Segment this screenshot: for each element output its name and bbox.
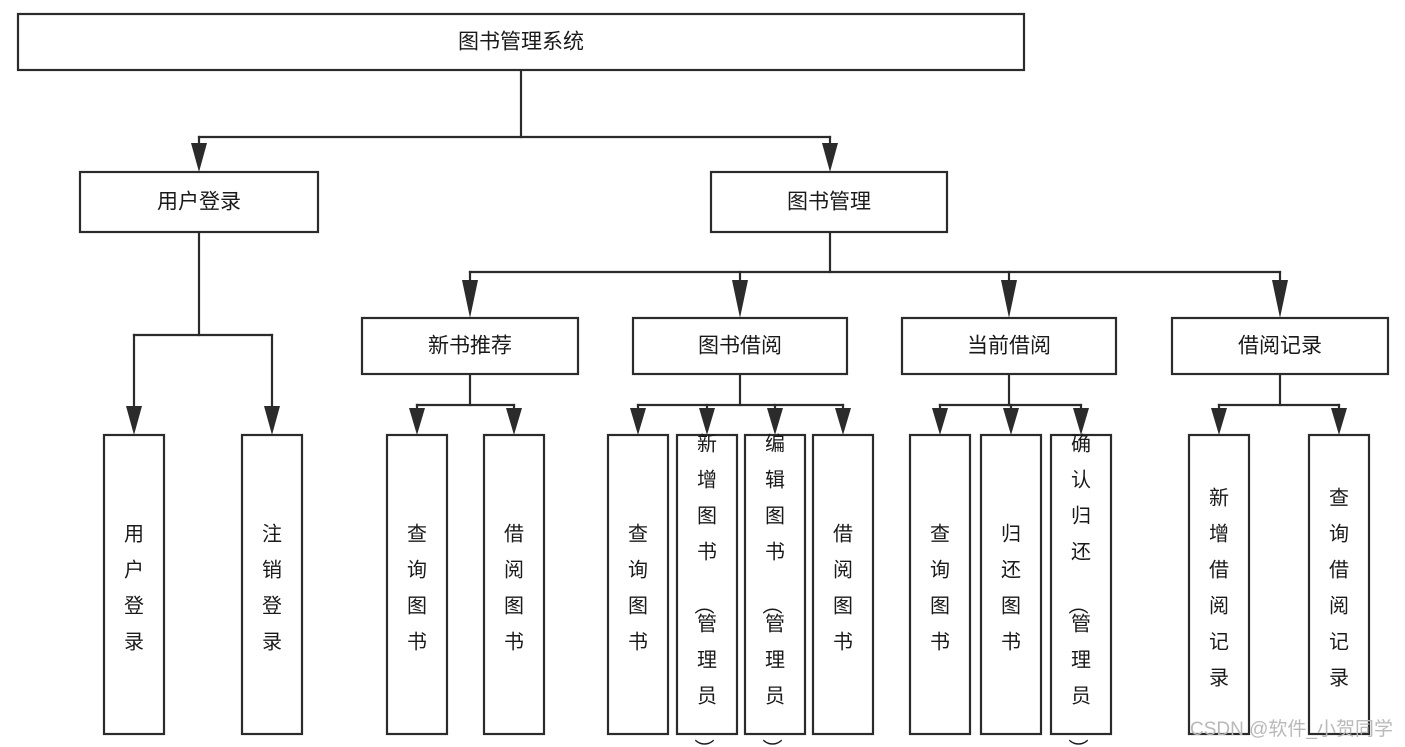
node-box[interactable] (78, 170, 320, 234)
node-box[interactable] (360, 316, 580, 376)
arrow-head-icon (126, 406, 142, 435)
node-leaf-borrow-book-1[interactable]: 借阅图书 (482, 433, 546, 736)
node-label: 新增图书（管理员） (692, 433, 717, 747)
node-root-root[interactable]: 图书管理系统 (16, 12, 1026, 72)
node-leaf-query-book-1[interactable]: 查询图书 (385, 433, 449, 736)
node-current-borrow[interactable]: 当前借阅 (900, 316, 1118, 376)
arrow-head-icon (1272, 280, 1288, 318)
node-leaf-add-book[interactable]: 新增图书（管理员） (675, 433, 739, 747)
arrow-head-icon (1001, 280, 1017, 318)
node-label: 图书管理 (787, 191, 871, 214)
node-label: 图书借阅 (698, 335, 782, 358)
arrow-head-icon (191, 143, 207, 172)
arrow-head-icon (630, 408, 646, 435)
node-label: 借阅图书 (833, 523, 853, 654)
node-leaf-borrow-book-2[interactable]: 借阅图书 (811, 433, 875, 736)
node-box[interactable] (709, 170, 949, 234)
node-user-login[interactable]: 用户登录 (78, 170, 320, 234)
node-label: 图书管理系统 (458, 31, 584, 54)
node-box[interactable] (102, 433, 166, 736)
arrow-head-icon (699, 408, 715, 435)
node-box[interactable] (979, 433, 1043, 736)
node-leaf-user-login[interactable]: 用户登录 (102, 433, 166, 736)
node-label: 查询借阅记录 (1329, 487, 1349, 690)
node-layer: 图书管理系统用户登录图书管理新书推荐图书借阅当前借阅借阅记录用户登录注销登录查询… (16, 12, 1390, 747)
arrow-head-icon (409, 408, 425, 435)
node-leaf-return-book[interactable]: 归还图书 (979, 433, 1043, 736)
watermark-label: CSDN @软件_小贺同学 (1190, 718, 1393, 740)
arrow-head-icon (1073, 408, 1089, 435)
node-label: 当前借阅 (967, 335, 1051, 358)
arrow-head-icon (932, 408, 948, 435)
node-book-manage[interactable]: 图书管理 (709, 170, 949, 234)
node-label: 用户登录 (157, 191, 241, 214)
node-borrow-record[interactable]: 借阅记录 (1170, 316, 1390, 376)
node-box[interactable] (606, 433, 670, 736)
node-label: 注销登录 (262, 523, 282, 654)
node-label: 归还图书 (1001, 523, 1021, 654)
arrowhead-layer (126, 143, 1347, 435)
node-leaf-user-logout[interactable]: 注销登录 (240, 433, 304, 736)
arrow-head-icon (1211, 408, 1227, 435)
node-box[interactable] (385, 433, 449, 736)
node-label: 新增借阅记录 (1209, 487, 1229, 690)
node-label: 确认归还（管理员） (1066, 433, 1091, 747)
node-box[interactable] (900, 316, 1118, 376)
node-leaf-confirm-return[interactable]: 确认归还（管理员） (1049, 433, 1113, 747)
arrow-head-icon (264, 406, 280, 435)
node-leaf-query-record[interactable]: 查询借阅记录 (1307, 433, 1371, 736)
node-label: 借阅记录 (1238, 335, 1322, 358)
node-label: 借阅图书 (504, 523, 524, 654)
node-leaf-query-book-2[interactable]: 查询图书 (606, 433, 670, 736)
node-box[interactable] (1049, 433, 1113, 736)
node-book-borrow[interactable]: 图书借阅 (631, 316, 849, 376)
arrow-head-icon (1003, 408, 1019, 435)
node-leaf-edit-book[interactable]: 编辑图书（管理员） (743, 433, 807, 747)
node-new-book-recommend[interactable]: 新书推荐 (360, 316, 580, 376)
node-box[interactable] (240, 433, 304, 736)
node-label: 查询图书 (628, 523, 648, 654)
node-label: 新书推荐 (428, 335, 512, 358)
node-box[interactable] (1170, 316, 1390, 376)
arrow-head-icon (506, 408, 522, 435)
node-label: 查询图书 (407, 523, 427, 654)
node-leaf-add-record[interactable]: 新增借阅记录 (1187, 433, 1251, 736)
arrow-head-icon (835, 408, 851, 435)
node-box[interactable] (16, 12, 1026, 72)
node-leaf-query-book-3[interactable]: 查询图书 (908, 433, 972, 736)
node-box[interactable] (1307, 433, 1371, 736)
node-box[interactable] (675, 433, 739, 736)
arrow-head-icon (1331, 408, 1347, 435)
node-label: 用户登录 (124, 524, 144, 654)
node-box[interactable] (743, 433, 807, 736)
node-box[interactable] (908, 433, 972, 736)
arrow-head-icon (462, 280, 478, 318)
node-box[interactable] (631, 316, 849, 376)
node-label: 编辑图书（管理员） (760, 433, 785, 747)
arrow-head-icon (732, 280, 748, 318)
node-box[interactable] (1187, 433, 1251, 736)
node-box[interactable] (482, 433, 546, 736)
node-box[interactable] (811, 433, 875, 736)
node-label: 查询图书 (930, 523, 950, 654)
arrow-head-icon (822, 143, 838, 172)
arrow-head-icon (767, 408, 783, 435)
